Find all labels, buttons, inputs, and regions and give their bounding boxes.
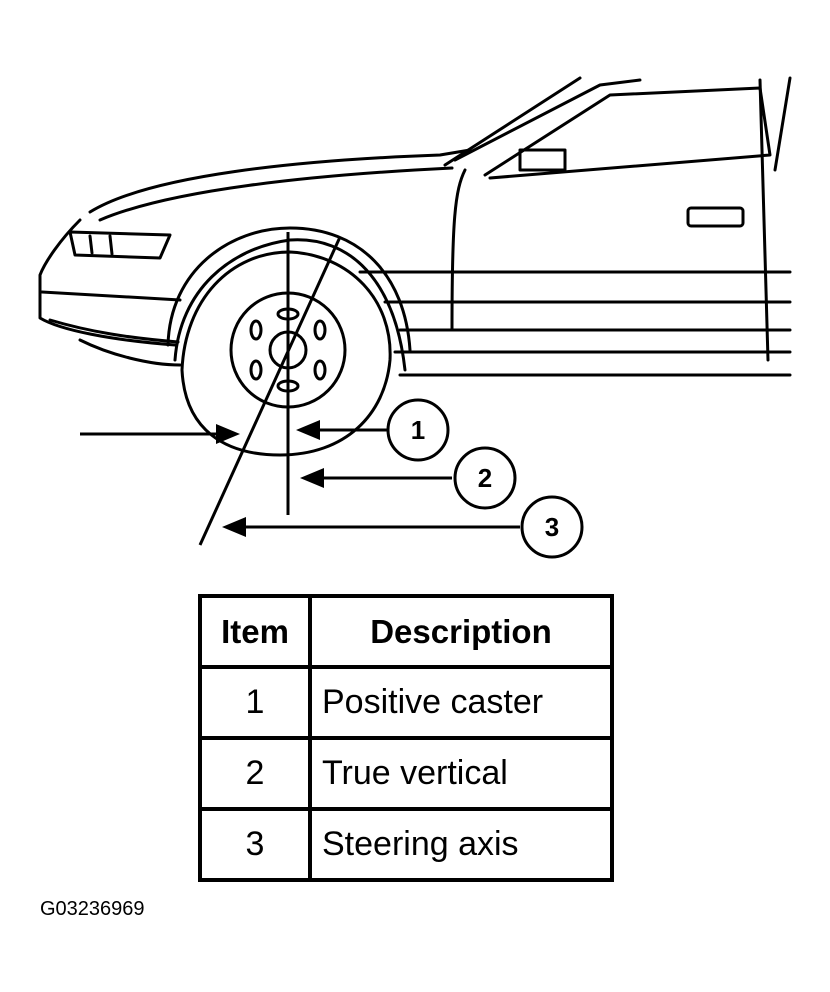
table-row: 1 Positive caster bbox=[198, 665, 614, 740]
caster-diagram: 1 2 3 bbox=[38, 76, 792, 559]
legend-table: Item Description 1 Positive caster 2 Tru… bbox=[198, 594, 614, 882]
headlight bbox=[68, 230, 172, 260]
callout-3: 3 bbox=[520, 495, 584, 559]
row-item: 3 bbox=[198, 807, 312, 882]
door-front-line bbox=[450, 168, 467, 332]
door-handle bbox=[686, 206, 745, 228]
table-row: 3 Steering axis bbox=[198, 807, 614, 882]
wheel-arch bbox=[173, 238, 407, 372]
header-item: Item bbox=[198, 594, 312, 669]
svg-text:2: 2 bbox=[478, 463, 492, 493]
hood-edge bbox=[98, 166, 454, 222]
svg-text:3: 3 bbox=[545, 512, 559, 542]
windshield-pillar bbox=[443, 76, 582, 167]
legend-header-row: Item Description bbox=[198, 594, 614, 669]
table-row: 2 True vertical bbox=[198, 736, 614, 811]
figure-id: G03236969 bbox=[40, 898, 145, 920]
row-description: True vertical bbox=[308, 736, 614, 811]
hood-line bbox=[88, 148, 472, 214]
row-item: 1 bbox=[198, 665, 312, 740]
callout-2: 2 bbox=[453, 446, 517, 510]
mirror bbox=[518, 148, 567, 172]
wheel-arch-outer bbox=[166, 226, 412, 352]
door-pillar-2 bbox=[773, 76, 792, 172]
tire bbox=[180, 250, 392, 457]
row-description: Positive caster bbox=[308, 665, 614, 740]
steering-axis-line bbox=[198, 236, 342, 546]
svg-text:1: 1 bbox=[411, 415, 425, 445]
front-bumper bbox=[38, 218, 177, 347]
header-description: Description bbox=[308, 594, 614, 669]
windshield-pillar-inner bbox=[453, 78, 642, 162]
row-description: Steering axis bbox=[308, 807, 614, 882]
callout-1: 1 bbox=[386, 398, 450, 462]
window-frame bbox=[483, 86, 772, 180]
door-pillar bbox=[758, 78, 770, 362]
row-item: 2 bbox=[198, 736, 312, 811]
